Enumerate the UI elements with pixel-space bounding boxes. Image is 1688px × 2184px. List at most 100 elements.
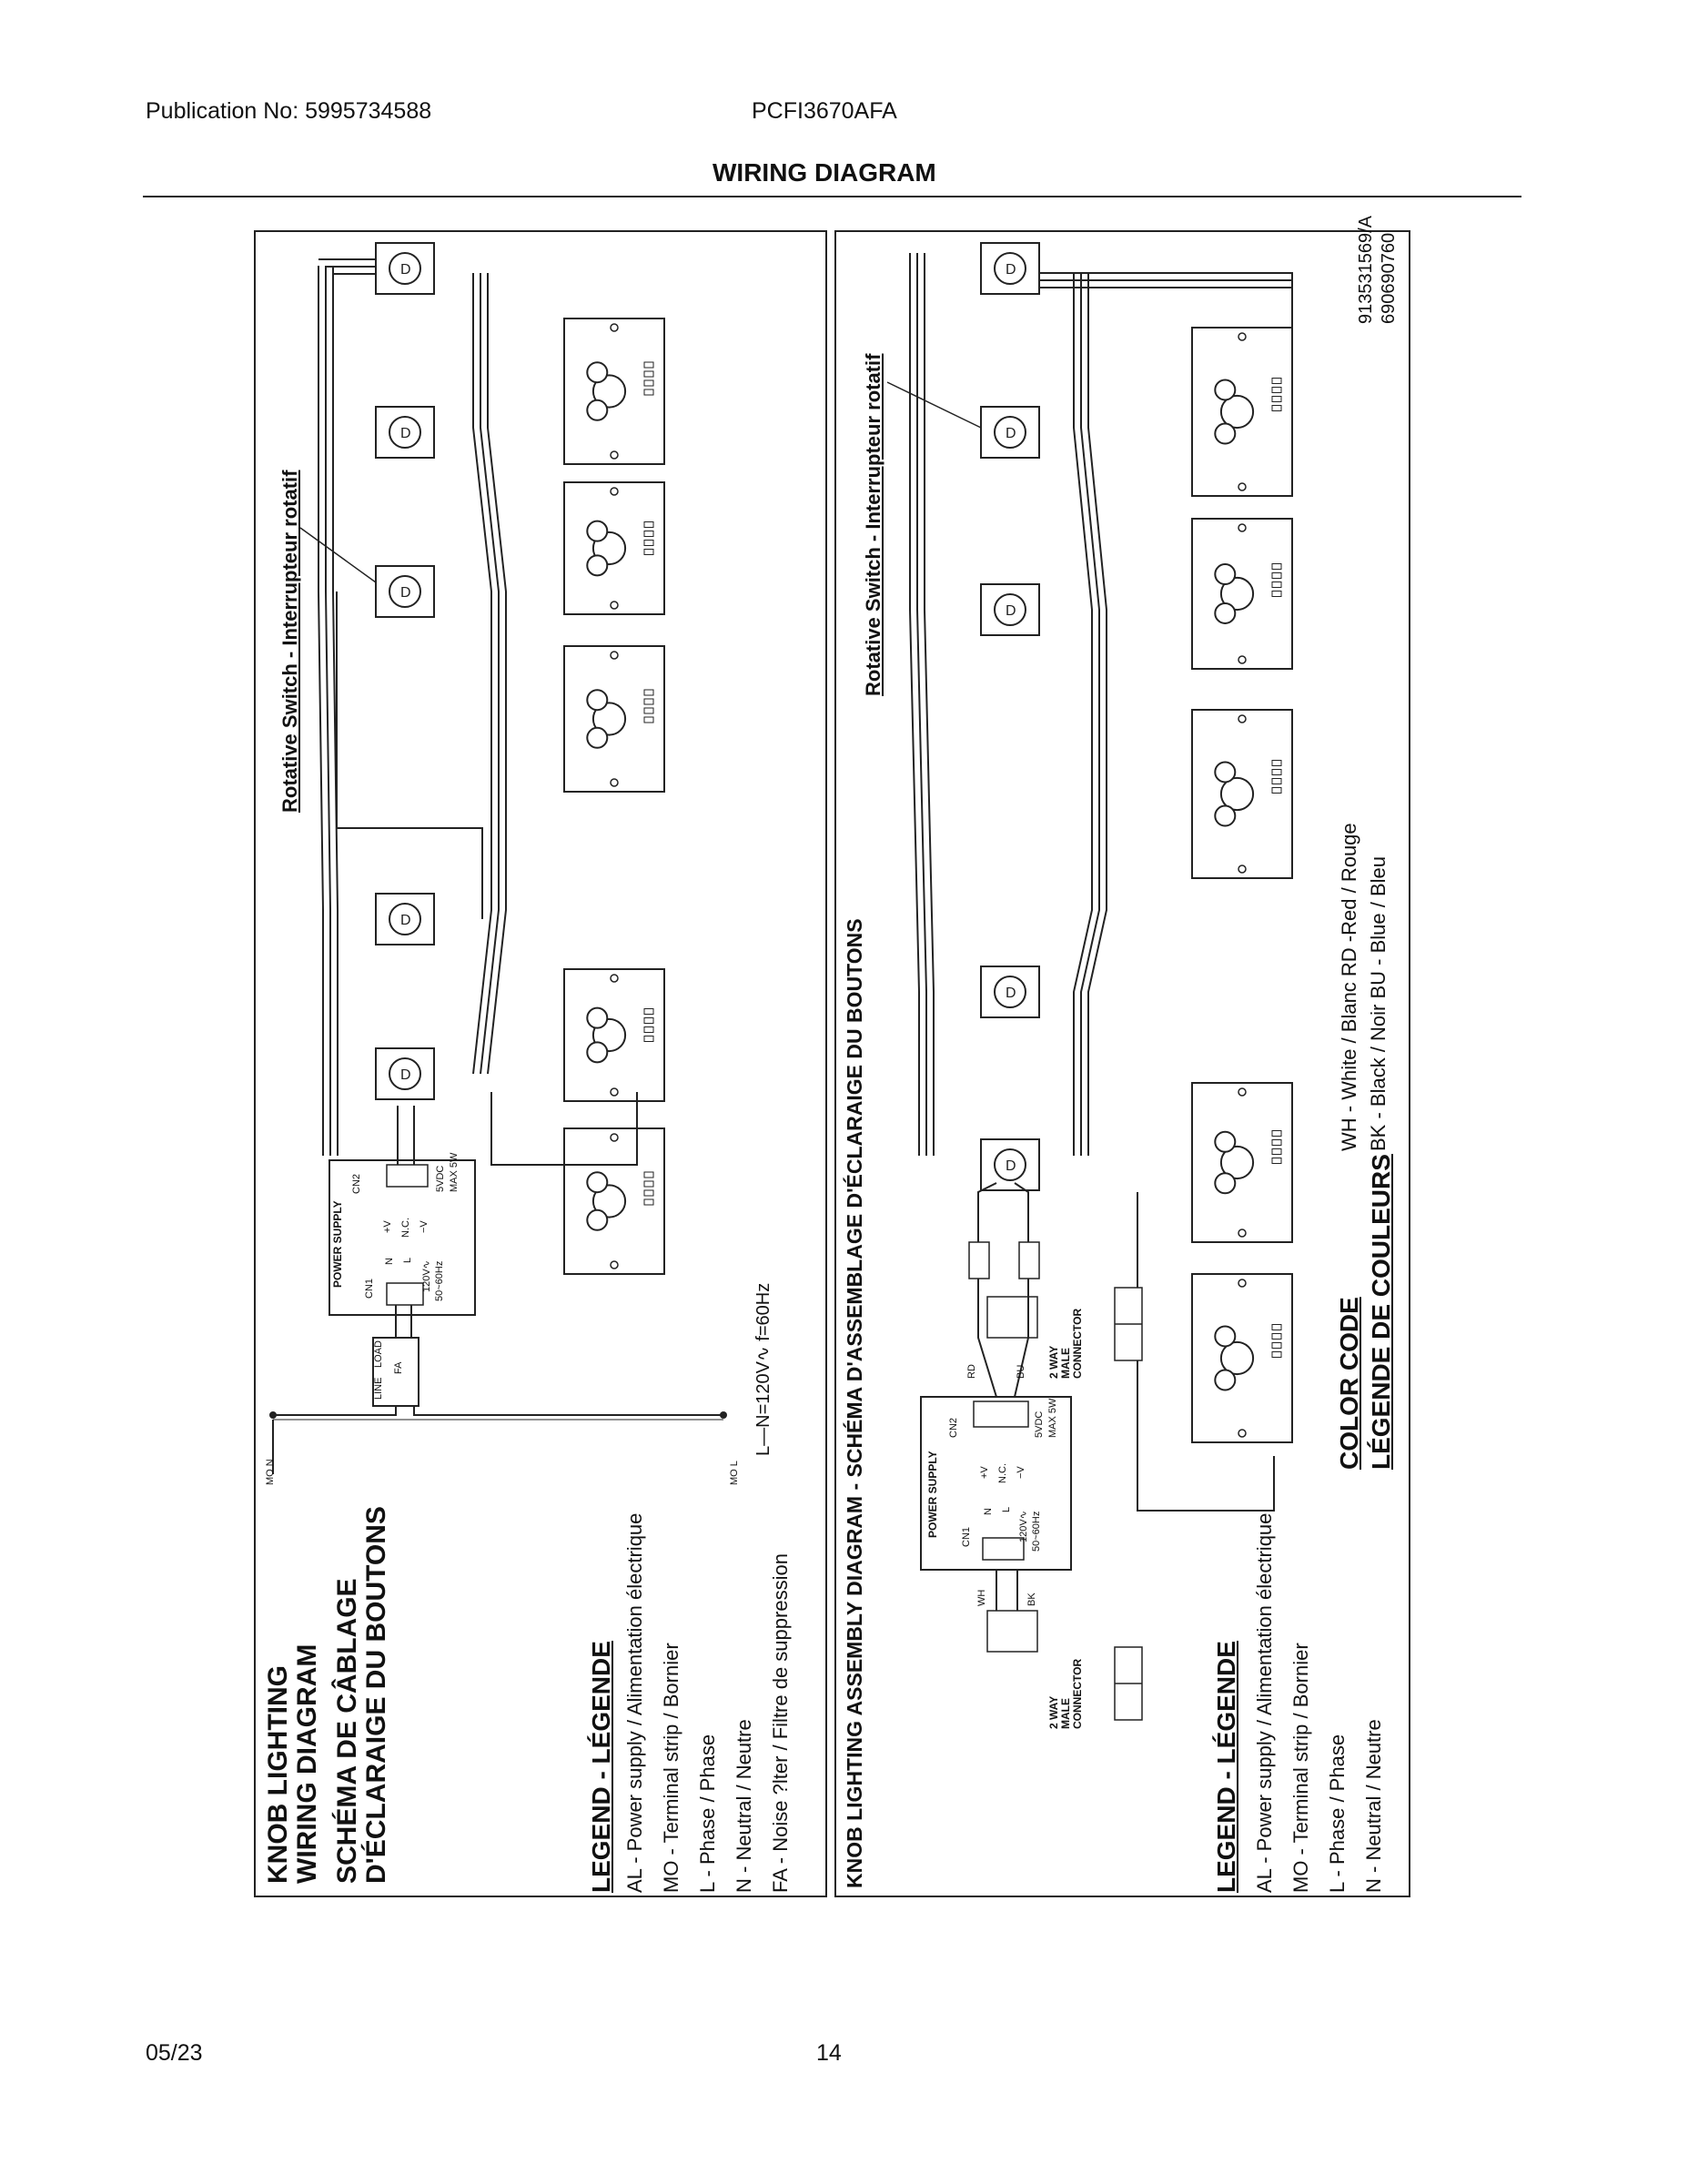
mo-l-label: MO L <box>729 1461 740 1485</box>
left-led-board-2-pin-1 <box>643 531 654 537</box>
color-code-title: COLOR CODE <box>1335 1297 1363 1470</box>
mo-n-label: MO N <box>265 1459 276 1485</box>
left-led-board-5-pin-2 <box>643 1189 654 1197</box>
left-rotary-switch-1-knob <box>389 252 421 285</box>
right-led-board-2-hole-top <box>1238 523 1247 532</box>
left-led-board-1-lens-top <box>586 361 609 384</box>
left-l: L <box>402 1257 413 1263</box>
left-rotary-switch-1-glyph: D <box>400 262 411 278</box>
publication-number: Publication No: 5995734588 <box>146 98 432 124</box>
left-nc: N.C. <box>400 1218 411 1238</box>
left-led-board-1-pin-1 <box>643 370 654 378</box>
left-led-board-4-pin-1 <box>643 1017 654 1024</box>
left-mv: −V <box>419 1220 430 1233</box>
right-led-board-2-lens-top <box>1214 563 1237 586</box>
left-title-line-4: D'ÉCLARAIGE DU BOUTONS <box>361 1506 391 1884</box>
right-led-board-3-pin-0 <box>1271 760 1282 766</box>
left-led-board-3-lens-top <box>586 689 609 712</box>
right-led-board-3-pin-1 <box>1271 769 1282 775</box>
right-rd-wire <box>977 1279 997 1398</box>
left-rotary-switch-2-glyph: D <box>400 426 411 441</box>
left-legend-mo: MO - Terminal strip / Bornier <box>660 1643 682 1893</box>
left-mo-l-terminal <box>720 1411 727 1419</box>
left-rotary-switch-4-knob <box>389 903 421 935</box>
right-legend-list: AL - Power supply / Alimentation électri… <box>1247 1513 1392 1893</box>
left-led-board-5-pin-0 <box>643 1171 654 1178</box>
right-rotative-switch-label: Rotative Switch - Interrupteur rotatif <box>862 353 884 696</box>
right-led-board-3-pin-3 <box>1271 787 1282 794</box>
right-mv: −V <box>1016 1466 1026 1479</box>
right-connector-label-left: 2 WAY MALE CONNECTOR <box>1047 1659 1084 1729</box>
left-led-board-3-lens-bottom <box>586 726 609 749</box>
right-led-board-4-pin-0 <box>1271 1130 1282 1137</box>
right-rotary-switch-1-glyph: D <box>1006 262 1016 278</box>
right-led-board-4-pin-3 <box>1271 1158 1282 1164</box>
right-led-board-4-pin-1 <box>1271 1139 1282 1146</box>
left-cn2: CN2 <box>351 1173 362 1194</box>
filter-fa: FA <box>393 1361 404 1374</box>
left-cn1-connector <box>386 1282 424 1306</box>
right-wire-return-0 <box>1073 273 1093 1156</box>
wire-bu-label: BU <box>1016 1364 1026 1379</box>
left-led-board-4-lens-top <box>586 1006 609 1029</box>
left-rotative-switch-label: Rotative Switch - Interrupteur rotatif <box>278 470 301 813</box>
right-led-board-3-lens-bottom <box>1214 804 1237 827</box>
right-led-board-5-lens-top <box>1214 1325 1237 1348</box>
right-led-board-4-hole-bottom <box>1238 1228 1247 1238</box>
right-led-board-3-hole-bottom <box>1238 864 1247 874</box>
right-rotary-switch-2-glyph: D <box>1006 426 1016 441</box>
left-led-board-4-pin-3 <box>643 1036 654 1042</box>
color-code-line-2: BK - Black / Noir BU - Blue / Bleu <box>1367 856 1390 1151</box>
knob-lighting-wiring-panel <box>254 230 827 1897</box>
left-led-board-2-pin-0 <box>643 521 654 528</box>
right-rotary-switch-1-knob <box>994 252 1026 285</box>
left-led-board-1-lens-bottom <box>586 399 609 421</box>
left-filter-line-n <box>273 1406 397 1416</box>
left-led-board-3-hole-bottom <box>610 778 619 787</box>
right-wire-trunk-2 <box>924 253 935 1156</box>
header-rule <box>143 196 1521 197</box>
left-led-board-1-pin-0 <box>643 361 654 369</box>
left-led-board-3-hole-top <box>610 651 619 660</box>
right-led-board-5-lens <box>1219 1340 1255 1376</box>
left-led-board-1-pin-2 <box>643 379 654 387</box>
left-rotary-switch-5-glyph: D <box>400 1067 411 1083</box>
left-filter-line-l <box>413 1406 723 1416</box>
right-led-board-3-lens <box>1219 776 1255 812</box>
right-inline-fuse-bu <box>1018 1241 1040 1279</box>
right-legend-n: N - Neutral / Neutre <box>1362 1719 1385 1893</box>
right-inline-fuse-rd <box>968 1241 990 1279</box>
right-legend-mo: MO - Terminal strip / Bornier <box>1289 1643 1312 1893</box>
footer-page-number: 14 <box>816 2040 842 2066</box>
left-led-board-5-lens-bottom <box>586 1208 609 1231</box>
right-wire-board-top-2 <box>1039 287 1293 351</box>
right-led-board-1-lens-bottom <box>1214 422 1237 445</box>
footer-date: 05/23 <box>146 2040 203 2066</box>
right-led-board-2-lens <box>1219 576 1255 612</box>
right-output: 5VDC <box>1034 1410 1045 1438</box>
right-wire-return-2 <box>1087 273 1107 1156</box>
right-led-board-3-pin-2 <box>1271 778 1282 784</box>
left-led-board-2-pin-2 <box>643 540 654 546</box>
left-title-line-2: WIRING DIAGRAM <box>292 1643 322 1884</box>
left-power-supply-title: POWER SUPPLY <box>331 1200 344 1288</box>
doc-number: 913531569/A <box>1356 215 1376 324</box>
right-led-board-1-hole-bottom <box>1238 482 1247 491</box>
right-wire-return-1 <box>1080 273 1100 1156</box>
wire-rd-label: RD <box>966 1364 977 1379</box>
right-led-board-2-lens-bottom <box>1214 602 1237 624</box>
right-pv: +V <box>979 1466 990 1479</box>
filter-load: LOAD <box>373 1340 384 1368</box>
right-led-board-5-lens-bottom <box>1214 1369 1237 1391</box>
wire-wh-label: WH <box>976 1589 987 1606</box>
left-led-board-2-hole-top <box>610 487 619 496</box>
right-led-board-1-hole-top <box>1238 332 1247 341</box>
part-number: 690690760 <box>1379 232 1399 324</box>
right-legend-title: LEGEND - LÉGENDE <box>1212 1641 1240 1893</box>
right-rd-bu-connector <box>986 1296 1038 1339</box>
right-led-board-5-pin-0 <box>1271 1324 1282 1330</box>
left-led-board-3-pin-1 <box>643 698 654 705</box>
right-rotary-switch-3-knob <box>994 593 1026 626</box>
right-bu-to-switch <box>1014 1182 1029 1242</box>
right-rotary-switch-4-knob <box>994 976 1026 1008</box>
